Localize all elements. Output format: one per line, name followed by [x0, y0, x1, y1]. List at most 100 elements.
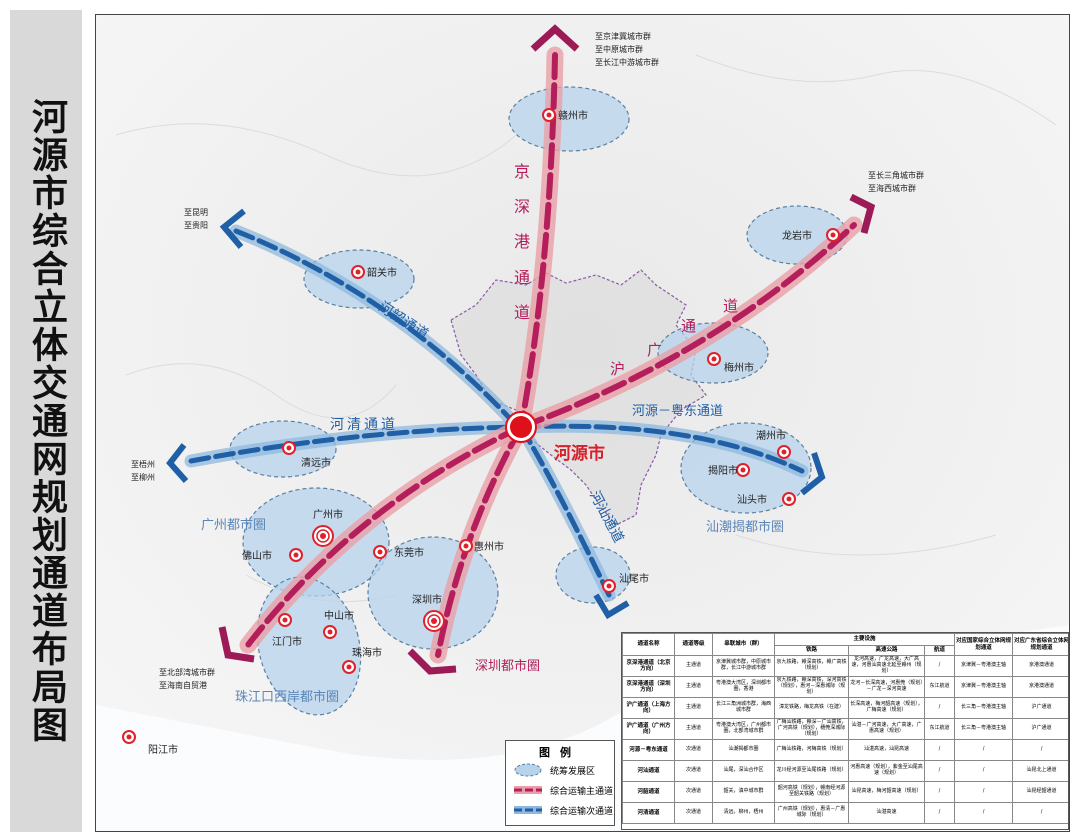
legend-item-secondary: 综合运输次通道: [506, 800, 614, 820]
th-facilities: 主要设施: [773, 633, 956, 646]
city-dongguan: 东莞市: [394, 546, 424, 559]
table-cell-name: 沪广通道（广州方向）: [622, 718, 675, 740]
table-cell-name: 沪广通道（上海方向）: [622, 697, 675, 719]
map-frame: 至京津冀城市群 至中原城市群 至长江中游城市群 至长三角城市群 至海西城市群 至…: [95, 14, 1070, 832]
table-cell-national: /: [954, 739, 1014, 761]
dest-sw-2: 至海南自贸港: [159, 680, 207, 690]
corridor-heyuan-yuedong: [514, 419, 809, 478]
dest-w-1: 至梧州: [131, 459, 155, 469]
table-cell-cities: 京津冀城市群，中原城市群，长江中游城市群: [712, 655, 775, 677]
city-yangjiang: 阳江市: [148, 743, 178, 756]
label-heyuan-yuedong: 河源－粤东通道: [632, 403, 723, 419]
city-guangzhou: 广州市: [313, 508, 343, 521]
jsg-c3: 通: [514, 268, 530, 287]
legend-title: 图例: [539, 746, 581, 759]
legend-secondary-icon: [514, 806, 542, 814]
table-cell-provincial: 沪广通道: [1012, 718, 1068, 740]
city-labels: 赣州市 龙岩市 韶关市 梅州市 清远市 潮州市 揭阳市 汕头市 广州市 佛山市 …: [148, 109, 812, 756]
table-row: 河清通道次通道清远，柳州，梧州广州高铁（规划），惠清－广惠城际（规划）汕湛高速/…: [622, 802, 1068, 824]
table-cell-national: 长三角－粤港澳主轴: [954, 718, 1014, 740]
jsg-c0: 京: [514, 162, 530, 181]
table-row: 沪广通道（上海方向）主通道长江三角洲城市群，海西城市群漳龙铁路，梅龙高铁（在建）…: [622, 697, 1068, 719]
area-shenzhen: [367, 536, 499, 650]
metro-guangzhou: 广州都市圈: [201, 517, 266, 533]
th-provincial: 对应广东省综合立体网规划通道: [1012, 633, 1068, 656]
table-cell-rail: 广梅汕铁路，河梅高铁（规划）: [774, 739, 849, 761]
table-cell-rail: 韶河高铁（规划），赣南经河源至韶关铁路（规划）: [774, 781, 849, 803]
table-cell-level: 主通道: [674, 697, 713, 719]
arrow-southeast-icon: [593, 593, 630, 620]
arrow-northwest-icon: [219, 208, 246, 249]
city-shaoguan: 韶关市: [367, 266, 397, 279]
table-cell-name: 河源－粤东通道: [622, 739, 675, 761]
table-cell-rail: 漳龙铁路，梅龙高铁（在建）: [774, 697, 849, 719]
legend-item-area: 统筹发展区: [506, 760, 614, 780]
area-ganzhou: [508, 86, 630, 152]
table-cell-water: /: [923, 802, 956, 824]
metro-shantou: 汕潮揭都市圈: [706, 519, 784, 535]
city-zhongshan: 中山市: [324, 609, 354, 622]
table-cell-road: 汕湛－广河高速，大广高速，广惠高速（规划）: [848, 718, 925, 740]
table-cell-level: 主通道: [674, 655, 713, 677]
table-cell-cities: 粤港澳大湾区，深圳都市圈，香港: [712, 676, 775, 698]
city-ganzhou: 赣州市: [558, 109, 588, 122]
th-water: 航道: [923, 645, 956, 656]
table-cell-cities: 韶关，滇中城市群: [712, 781, 775, 803]
direction-arrows: [166, 24, 876, 675]
arrow-north-icon: [530, 24, 580, 52]
table-cell-rail: 京九铁路，赣深高铁，赣广高铁（规划）: [774, 655, 849, 677]
table-cell-road: 龙河－长深高速，河惠莞（规划）－广龙－深河高速: [848, 676, 925, 698]
dest-north-1: 至京津冀城市群: [595, 31, 651, 41]
dest-sw-1: 至北部湾城市群: [159, 667, 215, 677]
hg-c1: 广: [647, 341, 662, 359]
dest-north-3: 至长江中游城市群: [595, 57, 659, 67]
corridor-heqing: [184, 420, 523, 468]
city-zhuhai: 珠海市: [352, 646, 382, 659]
city-meizhou: 梅州市: [724, 361, 754, 374]
table-row: 河源－粤东通道次通道汕潮揭都市圈广梅汕铁路，河梅高铁（规划）汕湛高速，汕昆高速/…: [622, 739, 1068, 761]
table-cell-water: /: [923, 739, 956, 761]
table-cell-cities: 汕尾，深汕合作区: [712, 760, 775, 782]
city-huizhou: 惠州市: [474, 540, 504, 553]
destination-labels: 至京津冀城市群 至中原城市群 至长江中游城市群 至长三角城市群 至海西城市群 至…: [131, 31, 924, 690]
title-bar: 河源市综合立体交通网规划通道布局图: [10, 10, 82, 832]
jsg-c4: 道: [514, 303, 530, 322]
table-cell-water: /: [923, 697, 956, 719]
legend: 图例 统筹发展区 综合运输主通道 综合运输次通道: [505, 740, 615, 826]
table-row: 京深港通道（北京方向）主通道京津冀城市群，中原城市群，长江中游城市群京九铁路，赣…: [622, 655, 1068, 677]
table-cell-national: /: [954, 781, 1014, 803]
corridor-table-grid: 通道名称 通道等级 串联城市（群） 主要设施 对应国家综合立体网规划通道 对应广…: [622, 633, 1068, 824]
city-heyuan: 河源市: [554, 443, 605, 464]
table-row: 沪广通道（广州方向）主通道粤港澳大湾区，广州都市圈，北部湾城市群广梅汕铁路，赣深…: [622, 718, 1068, 740]
table-cell-provincial: 汕昆经韶通道: [1012, 781, 1068, 803]
legend-area-icon: [514, 763, 542, 777]
secondary-corridors: [184, 224, 809, 602]
corridor-jingshengang-south: [429, 418, 530, 664]
table-cell-national: 长三角－粤港澳主轴: [954, 697, 1014, 719]
table-cell-national: 京津冀－粤港澳主轴: [954, 676, 1014, 698]
dest-ne-2: 至海西城市群: [868, 183, 916, 193]
th-name: 通道名称: [622, 633, 675, 656]
dest-north-2: 至中原城市群: [595, 44, 643, 54]
th-national: 对应国家综合立体网规划通道: [954, 633, 1014, 656]
table-cell-cities: 长江三角洲城市群，海西城市群: [712, 697, 775, 719]
city-shanwei: 汕尾市: [619, 572, 649, 585]
table-cell-level: 次通道: [674, 760, 713, 782]
corridor-heshao: [229, 224, 523, 432]
table-cell-road: 汕湛高速，汕昆高速: [848, 739, 925, 761]
table-row: 京深港通道（深圳方向）主通道粤港澳大湾区，深圳都市圈，香港京九铁路，赣深高铁，深…: [622, 676, 1068, 698]
table-cell-water: /: [923, 760, 956, 782]
table-cell-level: 主通道: [674, 676, 713, 698]
arrow-west-icon: [166, 443, 189, 483]
label-huguang: 沪 广 通 道: [610, 297, 738, 378]
table-cell-level: 次通道: [674, 781, 713, 803]
main-corridor-labels: 京 深 港 通 道 沪 广 通 道: [514, 162, 738, 378]
corridor-heshan: [514, 420, 616, 602]
table-cell-name: 京深港通道（北京方向）: [622, 655, 675, 677]
hg-c2: 通: [681, 317, 696, 335]
arrow-southwest-icon: [218, 626, 255, 663]
city-chaozhou: 潮州市: [756, 429, 786, 442]
table-cell-road: 龙河高速，广龙高速，大广高速，河惠汕高速北延至赣州（规划）: [848, 655, 925, 677]
table-cell-rail: 广梅汕铁路，赣深－广汕高铁，广河高铁（规划），穗莞深城际（规划）: [774, 718, 849, 740]
marker-shenzhen: [423, 610, 445, 632]
